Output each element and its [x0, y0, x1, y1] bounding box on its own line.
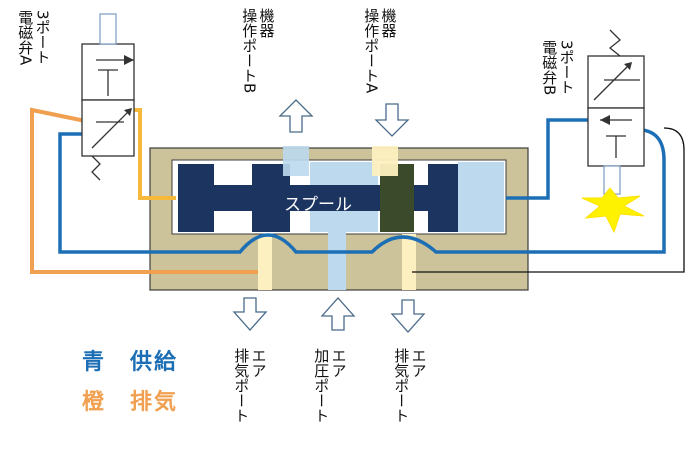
exhaust-line-a [30, 107, 258, 274]
port-a-label: 機器操作ポートA [362, 8, 398, 94]
port-b-tube [283, 146, 309, 176]
exhaust-left-tube [258, 236, 272, 290]
supply-line-b [506, 118, 600, 200]
legend-supply: 青 供給 [82, 350, 179, 375]
solenoid-valve-b [587, 29, 645, 195]
valve-a-label: 3ポート電磁弁A [16, 10, 52, 66]
exhaust-right-tube [402, 234, 416, 290]
arrow-down-icon [374, 103, 410, 137]
exhaust-left-label: エア排気ポート [232, 348, 268, 423]
valve-b-label: 3ポート電磁弁B [540, 40, 576, 96]
port-b-label: 機器操作ポートB [240, 8, 276, 94]
exhaust-left-arrow-icon [232, 297, 268, 331]
exhaust-right-label: エア排気ポート [392, 348, 428, 423]
legend-exhaust: 橙 排気 [82, 390, 179, 415]
supply-tube [328, 232, 346, 290]
supply-port-label: エア加圧ポート [312, 348, 348, 423]
end-chamber-right [458, 162, 504, 232]
port-a-tube [372, 146, 398, 176]
supply-passage [172, 233, 506, 254]
spool-label: スプール [284, 195, 352, 215]
pilot-line [412, 127, 685, 273]
arrow-up-icon [278, 99, 314, 133]
supply-line-a [58, 132, 172, 254]
supply-arrow-icon [320, 297, 356, 331]
exhaust-line-spool [132, 108, 176, 200]
exhaust-right-arrow-icon [390, 299, 426, 333]
solenoid-valve-a [81, 13, 135, 181]
spark-icon [581, 187, 645, 234]
